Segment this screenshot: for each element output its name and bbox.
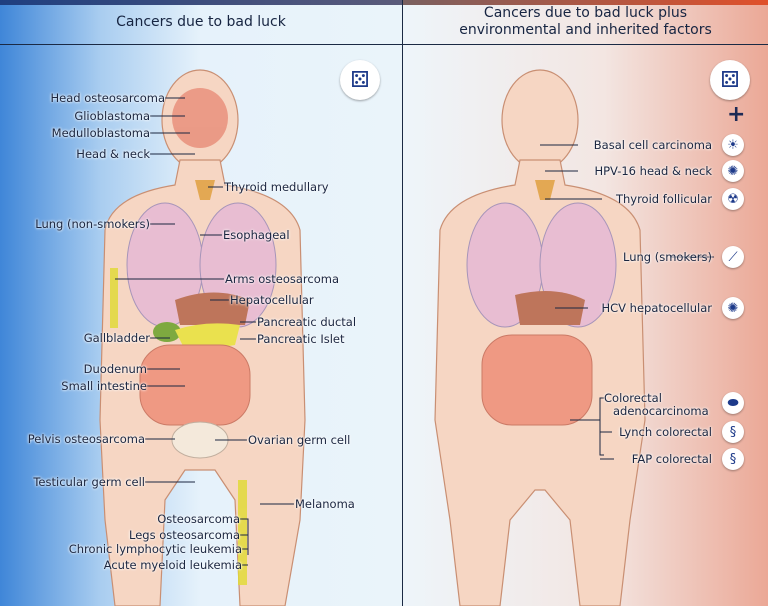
label-head-neck: Head & neck bbox=[76, 147, 150, 161]
label-pancreatic-islet: Pancreatic Islet bbox=[257, 332, 345, 346]
label-hcv-hepatocellular: HCV hepatocellular bbox=[601, 301, 712, 315]
label-colorectal: Colorectal bbox=[604, 391, 662, 405]
meat-icon: ⬬ bbox=[722, 392, 744, 414]
label-osteosarcoma: Osteosarcoma bbox=[157, 512, 240, 526]
label-thyroid-medullary: Thyroid medullary bbox=[224, 180, 329, 194]
right-title-line1: Cancers due to bad luck plus bbox=[483, 5, 688, 21]
left-title: Cancers due to bad luck bbox=[0, 0, 402, 44]
label-testicular-germ-cell: Testicular germ cell bbox=[33, 475, 145, 489]
label-lung-smokers: Lung (smokers) bbox=[623, 250, 712, 264]
label-hpv16-head-neck: HPV-16 head & neck bbox=[594, 164, 712, 178]
cigarette-icon: ⟋ bbox=[722, 246, 744, 268]
label-head-osteosarcoma: Head osteosarcoma bbox=[50, 91, 166, 105]
divider bbox=[402, 0, 403, 606]
label-adenocarcinoma: adenocarcinoma bbox=[613, 404, 709, 418]
dna-icon: § bbox=[722, 421, 744, 443]
label-acute-myeloid-leukemia: Acute myeloid leukemia bbox=[103, 558, 242, 572]
label-duodenum: Duodenum bbox=[83, 362, 147, 376]
label-lynch-colorectal: Lynch colorectal bbox=[619, 425, 712, 439]
virus-icon: ✺ bbox=[722, 160, 744, 182]
dice-icon: ⚄ bbox=[340, 60, 380, 100]
label-fap-colorectal: FAP colorectal bbox=[631, 452, 712, 466]
label-esophageal: Esophageal bbox=[223, 228, 290, 242]
label-ovarian-germ-cell: Ovarian germ cell bbox=[248, 433, 351, 447]
label-lung-non-smokers: Lung (non-smokers) bbox=[35, 217, 150, 231]
label-medulloblastoma: Medulloblastoma bbox=[51, 126, 150, 140]
label-chronic-lymphocytic-leukemia: Chronic lymphocytic leukemia bbox=[68, 542, 242, 556]
dna-icon: § bbox=[722, 448, 744, 470]
label-gallbladder: Gallbladder bbox=[83, 331, 150, 345]
left-title-text: Cancers due to bad luck bbox=[116, 13, 286, 30]
dice-icon: ⚄ bbox=[710, 60, 750, 100]
sun-icon: ☀ bbox=[722, 134, 744, 156]
label-pelvis-osteosarcoma: Pelvis osteosarcoma bbox=[27, 432, 145, 446]
label-small-intestine: Small intestine bbox=[61, 379, 147, 393]
header-divider bbox=[0, 44, 768, 45]
right-title-line2: environmental and inherited factors bbox=[459, 22, 712, 38]
label-thyroid-follicular: Thyroid follicular bbox=[615, 192, 712, 206]
label-arms-osteosarcoma: Arms osteosarcoma bbox=[225, 272, 340, 286]
label-glioblastoma: Glioblastoma bbox=[74, 109, 150, 123]
label-legs-osteosarcoma: Legs osteosarcoma bbox=[129, 528, 240, 542]
plus-sign: + bbox=[727, 102, 746, 127]
radiation-icon: ☢ bbox=[722, 188, 744, 210]
label-melanoma: Melanoma bbox=[295, 497, 355, 511]
label-hepatocellular: Hepatocellular bbox=[230, 293, 314, 307]
virus-icon: ✺ bbox=[722, 297, 744, 319]
label-basal-cell-carcinoma: Basal cell carcinoma bbox=[593, 138, 712, 152]
label-pancreatic-ductal: Pancreatic ductal bbox=[257, 315, 357, 329]
